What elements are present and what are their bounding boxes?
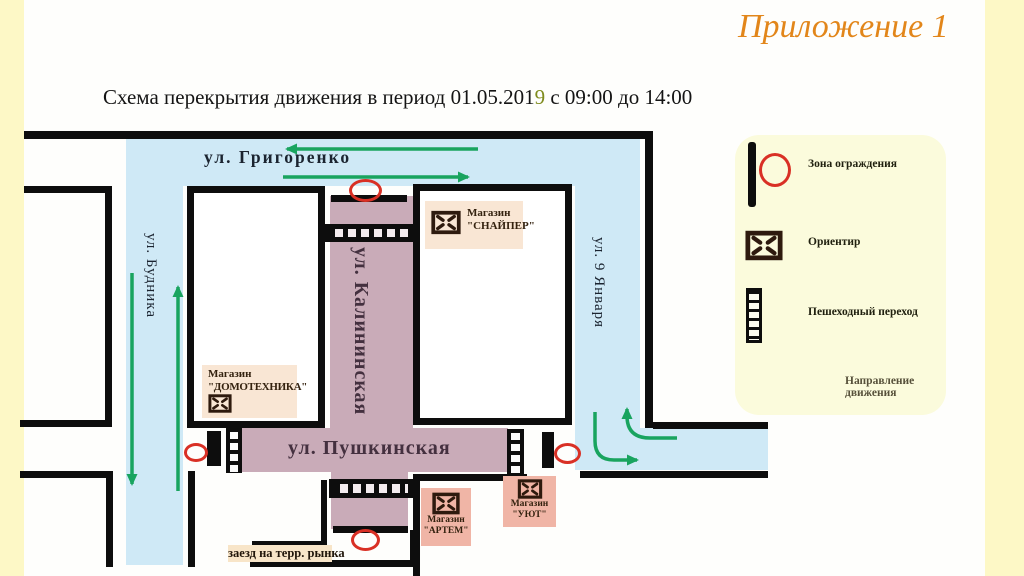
west-pushkinskaya-north-curb	[20, 420, 112, 427]
shop-label-domotehnika: Магазин "ДОМОТЕХНИКА"	[202, 365, 308, 418]
shop-label-artem: Магазин "АРТЕМ"	[421, 488, 471, 546]
shop-label-snaiper: Магазин "СНАЙПЕР"	[425, 201, 535, 249]
shop-label-uyut: Магазин "УЮТ"	[503, 476, 556, 527]
legend-item-landmark: Ориентир	[808, 236, 861, 248]
block-topleft-right	[105, 186, 112, 427]
street-budnika-roadway	[126, 139, 183, 565]
street-label-grigorenko: ул. Григоренко	[204, 147, 352, 167]
market-entrance-top-line	[252, 541, 323, 547]
landmark-icon	[432, 492, 460, 515]
landmark-icon	[208, 394, 232, 413]
shop-name-line1: Магазин	[510, 499, 549, 509]
fence-zone-oval-icon	[759, 153, 791, 187]
west-pushkinskaya-south-curb	[20, 471, 113, 478]
landmark-icon	[745, 228, 783, 263]
title-suffix: с 09:00 до 14:00	[545, 85, 693, 109]
shop-name-line2: "АРТЕМ"	[423, 525, 469, 536]
street-pushkinskaya-east-roadway	[575, 428, 768, 470]
barrier-bar-west	[207, 431, 221, 466]
street-pushkinskaya-closed	[242, 428, 508, 472]
street-9january-roadway	[575, 139, 640, 469]
road-edge-east-top-curb	[653, 422, 768, 429]
fence-zone-oval-west	[184, 443, 208, 462]
legend-item-fence-zone: Зона ограждения	[808, 158, 897, 170]
shop-name-line2: "СНАЙПЕР"	[467, 219, 535, 232]
road-edge-right	[645, 131, 653, 428]
block-bottomleft-right	[106, 471, 113, 567]
appendix-label: Приложение 1	[738, 8, 949, 45]
landmark-icon	[517, 479, 543, 499]
pedestrian-crossing-pushkinskaya-east	[507, 429, 524, 474]
shop-name-line1: Магазин	[208, 368, 252, 380]
legend-panel: Зона ограждения Ориентир Пешеходный пере…	[735, 135, 946, 415]
building-central-block	[187, 186, 325, 428]
fence-zone-oval-north	[349, 179, 382, 202]
pedestrian-crossing-kalininskaya-south	[329, 479, 414, 498]
legend-item-crossing: Пешеходный переход	[808, 306, 918, 318]
title-prefix: Схема перекрытия движения в период 01.05…	[103, 85, 535, 109]
barrier-post-icon	[748, 142, 756, 207]
block-bottomright-left	[413, 474, 420, 576]
scheme-title: Схема перекрытия движения в период 01.05…	[103, 85, 692, 110]
market-entrance-bottom-line	[250, 560, 420, 567]
pedestrian-crossing-icon	[746, 288, 762, 343]
title-date-digit: 9	[534, 85, 546, 109]
pedestrian-crossing-pushkinskaya-west	[226, 428, 242, 473]
budnika-right-curb-south	[188, 471, 195, 567]
barrier-bar-east	[542, 432, 554, 468]
street-kalininskaya-closed-south	[331, 469, 408, 529]
road-edge-top	[24, 131, 653, 139]
street-label-9january: ул. 9 Января	[591, 237, 607, 329]
shop-name-line1: Магазин	[427, 515, 465, 525]
shop-name-line2: "ДОМОТЕХНИКА"	[208, 380, 308, 393]
market-entrance-note: заезд на терр. рынка	[228, 545, 345, 562]
market-block-left	[321, 480, 327, 547]
street-label-kalininskaya: ул. Калининская	[350, 247, 372, 416]
legend-item-direction: Направление движения	[845, 375, 915, 399]
shop-name-line1: Магазин	[467, 207, 511, 219]
block-topleft-top	[24, 186, 112, 193]
road-edge-east-bottom-curb	[580, 471, 768, 478]
street-label-pushkinskaya: ул. Пушкинская	[288, 437, 451, 459]
fence-zone-oval-east	[554, 443, 581, 464]
shop-name-line2: "УЮТ"	[512, 509, 547, 520]
landmark-icon	[431, 210, 461, 235]
street-label-budnika: ул. Будника	[143, 233, 159, 319]
fence-zone-oval-south	[351, 529, 380, 551]
block-bottomright-top	[413, 474, 527, 481]
shop-label-text: Магазин "СНАЙПЕР"	[467, 207, 535, 245]
pedestrian-crossing-kalininskaya-north	[324, 224, 414, 242]
